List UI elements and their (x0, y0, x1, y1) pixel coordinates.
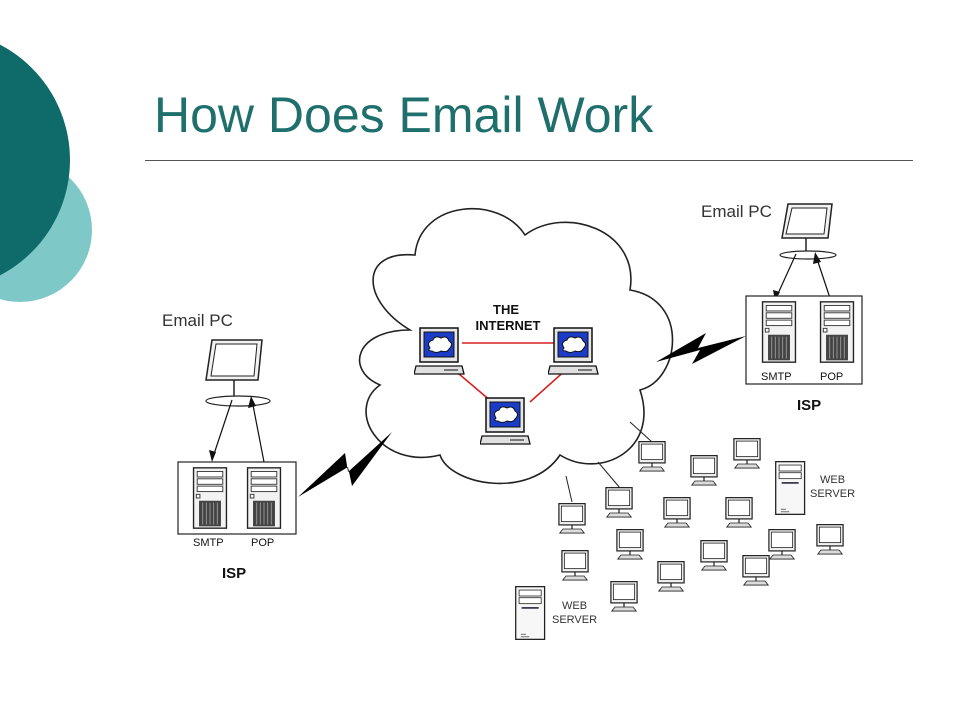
internet-pc-right (548, 327, 599, 375)
client-pc-icon (616, 529, 644, 560)
internet-label-2: INTERNET (476, 318, 541, 333)
client-pc-icon (558, 503, 586, 534)
title-divider (145, 160, 913, 161)
right-isp-group: Email PC SMTP POP ISP (701, 202, 863, 414)
client-pc-icon (561, 550, 589, 581)
decor-circle-dark (0, 44, 70, 276)
right-smtp-server-icon (761, 301, 797, 363)
client-pc-icon (742, 555, 770, 586)
client-pc-icon (690, 455, 718, 486)
right-pop-server-icon (819, 301, 855, 363)
web-server-2: WEB SERVER (514, 585, 597, 641)
right-isp-label: ISP (797, 397, 821, 414)
internet-cloud (358, 207, 674, 485)
internet-pc-bottom (480, 397, 531, 445)
client-network-links (565, 421, 653, 503)
lightning-bolt-left (298, 432, 392, 497)
web-server-1-label-2: SERVER (810, 488, 855, 500)
right-pop-label: POP (820, 371, 843, 383)
client-pc-icon (657, 561, 685, 592)
left-isp-group: Email PC SMTP POP ISP (162, 311, 297, 582)
left-pop-server-icon (246, 467, 282, 529)
client-pc-icon (663, 497, 691, 528)
right-smtp-label: SMTP (761, 371, 792, 383)
left-pop-label: POP (251, 537, 274, 549)
web-server-icon (514, 585, 546, 641)
left-smtp-label: SMTP (193, 537, 224, 549)
client-pc-icon (638, 441, 666, 472)
left-email-pc-label: Email PC (162, 311, 233, 330)
web-server-1: WEB SERVER (774, 460, 855, 516)
internet-pc-left (414, 327, 465, 375)
slide-title: How Does Email Work (154, 87, 654, 143)
web-server-icon (774, 460, 806, 516)
lightning-bolt-right (656, 333, 746, 364)
client-pc-icon (610, 581, 638, 612)
client-pc-icon (605, 487, 633, 518)
client-pc-icon (768, 529, 796, 560)
client-pc-icon (733, 438, 761, 469)
left-smtp-server-icon (192, 467, 228, 529)
client-pc-icon (816, 524, 844, 555)
right-email-pc-label: Email PC (701, 202, 772, 221)
client-pc-icon (700, 540, 728, 571)
web-server-2-label-1: WEB (562, 600, 587, 612)
web-server-1-label-1: WEB (820, 474, 845, 486)
web-server-2-label-2: SERVER (552, 614, 597, 626)
left-email-pc-icon (205, 339, 271, 407)
client-pc-icon (725, 497, 753, 528)
internet-label-1: THE (493, 302, 519, 317)
left-isp-label: ISP (222, 565, 246, 582)
right-email-pc-icon (779, 203, 837, 260)
